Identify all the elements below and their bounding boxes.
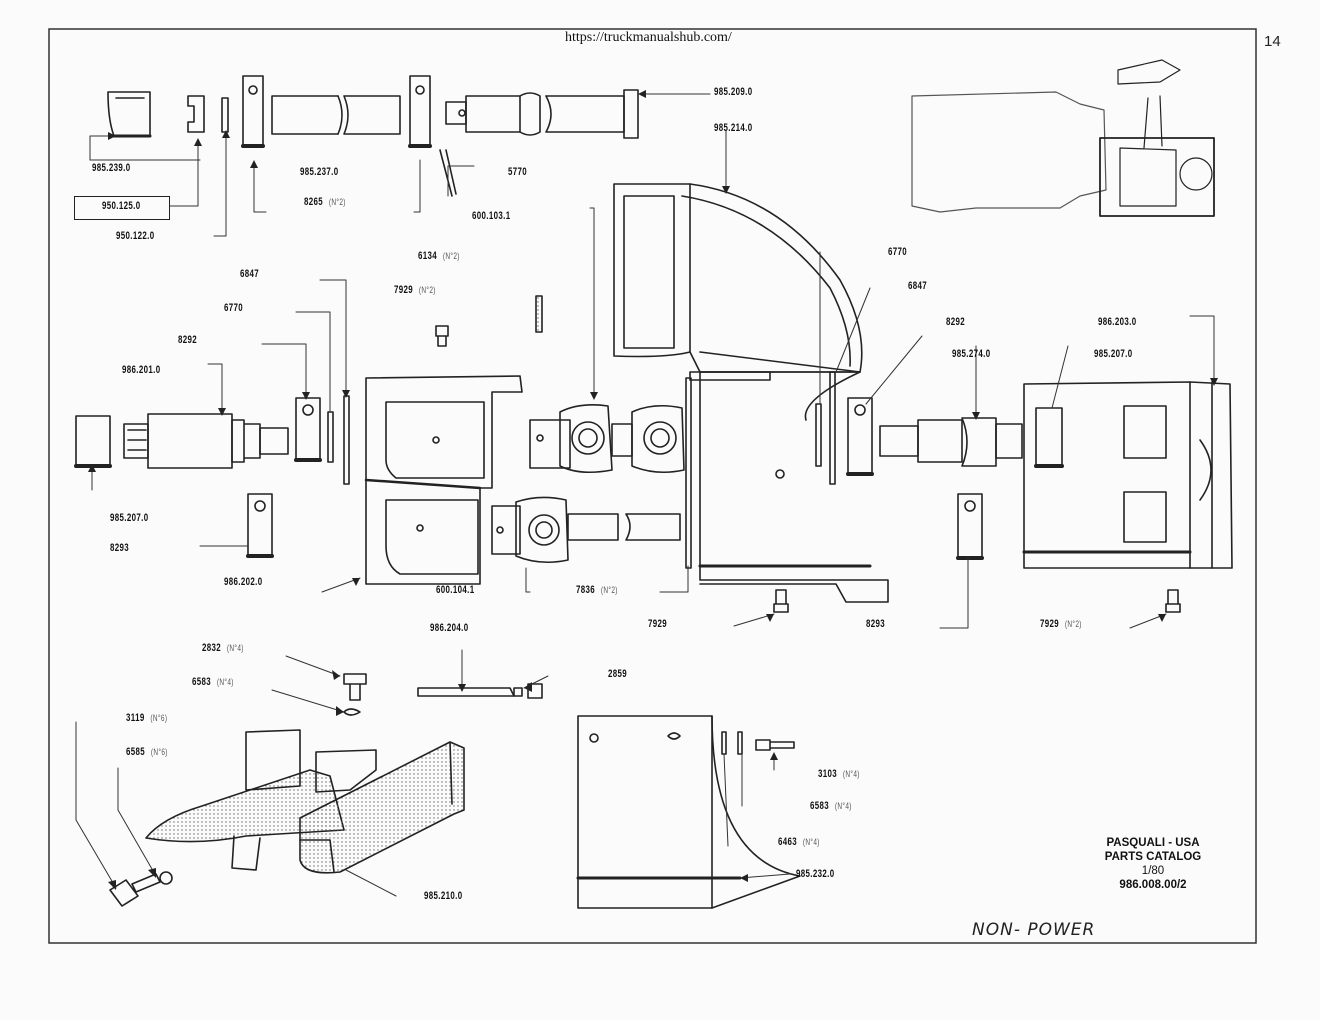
part-label-985-237-0: 985.237.0 [300, 166, 339, 178]
handwritten-note: NON- POWER [972, 920, 1096, 940]
part-label-2859: 2859 [608, 668, 628, 680]
spline-sleeve-left [74, 415, 112, 468]
hex-bolt-pedal [109, 873, 161, 907]
page-border [48, 28, 1257, 944]
catalog-code: 986.008.00/2 [1119, 879, 1187, 891]
bearing-part-1 [241, 75, 265, 148]
part-label-950-125-0: 950.125.0 [102, 200, 141, 212]
floor-bracket [145, 729, 465, 874]
bearing-part-2 [408, 75, 432, 148]
part-label-6134: 6134(N°2) [418, 250, 460, 262]
part-label-950-122-0: 950.122.0 [116, 230, 155, 242]
shim-left [343, 395, 350, 485]
gearbox-housing-left [364, 375, 523, 585]
part-label-986-204-0: 986.204.0 [430, 622, 469, 634]
part-label-8293-left: 8293 [110, 542, 130, 554]
part-label-986-202-0: 986.202.0 [224, 576, 263, 588]
part-label-7929-c: 7929(N°2) [1040, 618, 1082, 630]
bolt-part-upper [343, 673, 367, 701]
cotter-pin-part [439, 149, 457, 197]
part-label-985-214-0: 985.214.0 [714, 122, 753, 134]
grease-fitting-right [1165, 589, 1181, 613]
bearing-part-3 [294, 397, 322, 462]
bearing-part-5 [846, 397, 874, 476]
part-label-8265: 8265(N°2) [304, 196, 346, 208]
washer-part [221, 97, 229, 133]
tractor-outline [911, 59, 1215, 217]
part-label-5770: 5770 [508, 166, 528, 178]
source-url[interactable]: https://truckmanualshub.com/ [565, 30, 732, 45]
part-label-box [74, 196, 170, 220]
part-label-6583-b: 6583(N°4) [810, 800, 852, 812]
part-label-6770-left: 6770 [224, 302, 244, 314]
bolt-part-lower [755, 739, 795, 751]
part-label-6847-right: 6847 [908, 280, 928, 292]
washer-lower [343, 708, 361, 716]
part-label-2832: 2832(N°4) [202, 642, 244, 654]
lock-washer-pedal [159, 871, 173, 885]
part-label-600-104-1: 600.104.1 [436, 584, 475, 596]
part-label-6585: 6585(N°6) [126, 746, 168, 758]
part-label-986-201-0: 986.201.0 [122, 364, 161, 376]
catalog-brand: PASQUALI - USA [1106, 837, 1200, 849]
shim-center [685, 377, 692, 569]
part-label-986-203-0: 986.203.0 [1098, 316, 1137, 328]
part-label-6847-left: 6847 [240, 268, 260, 280]
steering-shaft [445, 89, 639, 139]
part-label-600-103-1: 600.103.1 [472, 210, 511, 222]
shaft-tube-1 [271, 95, 401, 135]
washer-right-2 [737, 731, 743, 755]
catalog-title: PARTS CATALOG [1104, 851, 1202, 863]
cover-plate [576, 715, 801, 909]
bearing-part-4 [246, 493, 274, 558]
catalog-date: 1/80 [1141, 865, 1165, 877]
part-label-3119: 3119(N°6) [126, 712, 168, 724]
washer-right-1 [721, 731, 727, 755]
universal-joint-lower [491, 496, 681, 564]
part-label-6463: 6463(N°4) [778, 836, 820, 848]
plug-part [527, 683, 543, 699]
bushing-part [107, 91, 152, 138]
part-label-985-207-0-right: 985.207.0 [1094, 348, 1133, 360]
part-label-8292-right: 8292 [946, 316, 966, 328]
part-label-6583-a: 6583(N°4) [192, 676, 234, 688]
part-label-985-232-0: 985.232.0 [796, 868, 835, 880]
grease-fitting-center [773, 589, 789, 613]
part-label-985-207-0-left: 985.207.0 [110, 512, 149, 524]
part-label-985-210-0: 985.210.0 [424, 890, 463, 902]
part-label-985-239-0: 985.239.0 [92, 162, 131, 174]
snap-ring-left [327, 411, 334, 463]
grease-fitting-left [435, 325, 449, 347]
catalog-info: PASQUALI - USA PARTS CATALOG 1/80 986.00… [1068, 836, 1238, 892]
part-label-6770-right: 6770 [888, 246, 908, 258]
part-label-7836: 7836(N°2) [576, 584, 618, 596]
gearbox-housing-center [698, 371, 889, 603]
spline-shaft-left [123, 413, 289, 469]
part-label-8292-left: 8292 [178, 334, 198, 346]
part-label-3103: 3103(N°4) [818, 768, 860, 780]
shim-right [829, 371, 836, 485]
nut-part [187, 95, 205, 133]
bearing-part-6 [956, 493, 984, 560]
snap-ring-right [815, 403, 822, 467]
gearbox-housing-right [1022, 381, 1233, 569]
spline-shaft-right [879, 417, 1023, 467]
arrowheads [88, 90, 1218, 890]
universal-joint-upper [529, 404, 685, 474]
gearbox-housing-upper [613, 183, 863, 381]
part-label-7929-a: 7929(N°2) [394, 284, 436, 296]
part-label-985-274-0: 985.274.0 [952, 348, 991, 360]
key-part [535, 295, 543, 333]
part-label-7929-b: 7929 [648, 618, 668, 630]
part-label-8293-right: 8293 [866, 618, 886, 630]
part-label-985-209-0: 985.209.0 [714, 86, 753, 98]
page-number: 14 [1264, 33, 1281, 50]
pin-part [417, 687, 523, 697]
